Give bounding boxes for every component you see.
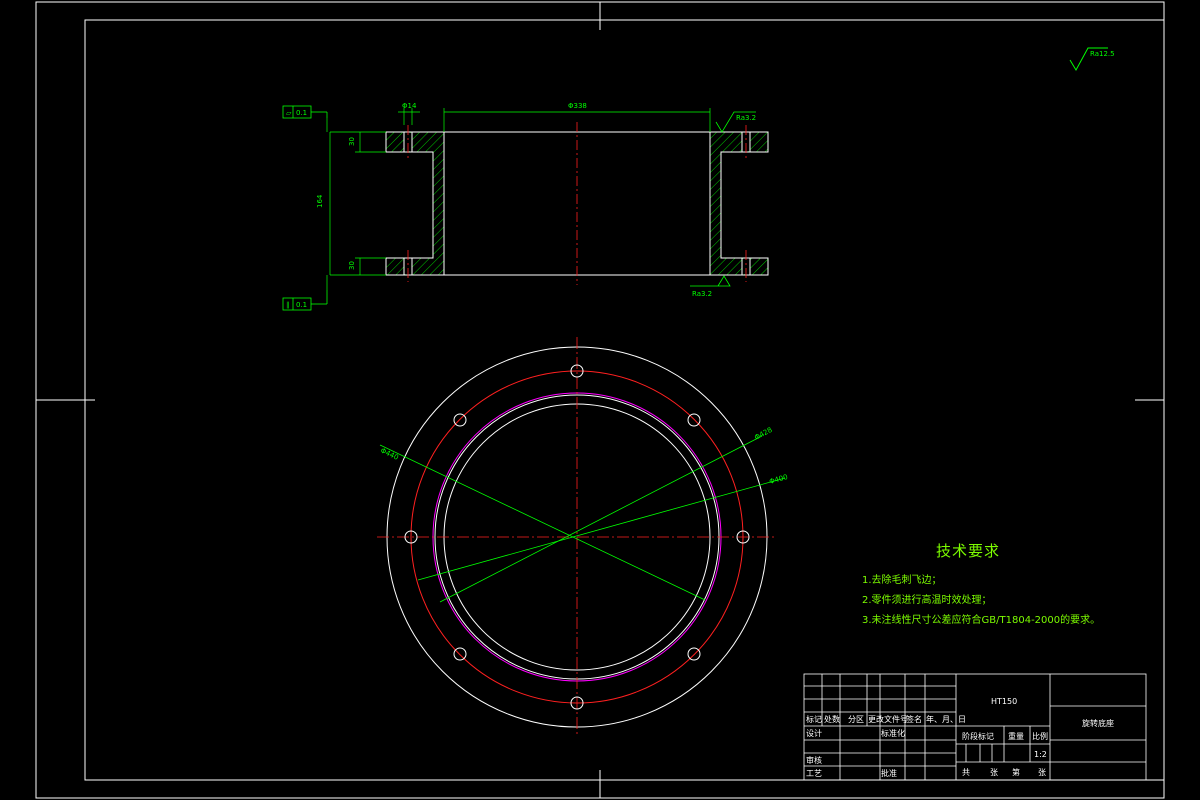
roughness-general-label: Ra12.5 bbox=[1090, 50, 1115, 58]
process-label: 工艺 bbox=[806, 769, 822, 778]
technical-requirement-item: 3.未注线性尺寸公差应符合GB/T1804-2000的要求。 bbox=[862, 615, 1101, 626]
dim-inner-width: Φ338 bbox=[568, 102, 587, 110]
header-date: 年、月、日 bbox=[926, 714, 966, 724]
tolerance-frame-bottom: ∥ 0.1 bbox=[282, 290, 328, 311]
header-zone: 分区 bbox=[848, 715, 864, 724]
dim-top-width: Φ14 bbox=[402, 102, 417, 110]
material-label: HT150 bbox=[991, 697, 1017, 706]
weight-label: 重量 bbox=[1008, 731, 1024, 741]
bolt-hole bbox=[453, 647, 467, 661]
roughness-symbol-top-right: Ra3.2 bbox=[715, 111, 756, 133]
sheet-word: 张 bbox=[990, 768, 998, 777]
dim-dia-right2: Φ400 bbox=[768, 473, 788, 486]
bolt-hole bbox=[570, 696, 584, 710]
dim-dia-left: Φ440 bbox=[379, 447, 399, 462]
approve-label: 批准 bbox=[881, 768, 897, 778]
technical-requirement-item: 1.去除毛刺飞边； bbox=[862, 575, 942, 586]
part-name: 旋转底座 bbox=[1082, 718, 1114, 728]
title-block-text: HT150 旋转底座 标记 处数 分区 更改文件号 签名 年、月、日 设计 标准… bbox=[806, 697, 1114, 778]
left-wall-section bbox=[385, 131, 445, 276]
bolt-hole bbox=[687, 413, 701, 427]
tolerance-bottom-symbol: ∥ bbox=[286, 301, 290, 309]
technical-requirement-item: 2.零件须进行高温时效处理； bbox=[862, 595, 992, 606]
roughness-symbol-bottom: Ra3.2 bbox=[690, 275, 731, 298]
tolerance-bottom-value: 0.1 bbox=[296, 301, 307, 309]
header-count: 处数 bbox=[824, 714, 840, 724]
dim-dia-right1: Φ428 bbox=[753, 426, 773, 442]
bolt-holes bbox=[404, 364, 750, 710]
bolt-hole bbox=[453, 413, 467, 427]
scale-label: 比例 bbox=[1032, 731, 1048, 741]
bolt-hole bbox=[736, 530, 750, 544]
design-label: 设计 bbox=[806, 728, 822, 738]
tolerance-top-symbol: ⏥ bbox=[286, 109, 292, 117]
title-block bbox=[803, 673, 1147, 781]
roughness-symbol-general: Ra12.5 bbox=[1069, 47, 1115, 72]
plan-view: Φ440 Φ428 Φ400 bbox=[377, 337, 789, 737]
bolt-hole bbox=[687, 647, 701, 661]
right-wall-section bbox=[709, 131, 769, 276]
sheet-of-label: 第 bbox=[1012, 767, 1020, 777]
review-label: 审核 bbox=[806, 755, 822, 765]
tolerance-frame-top: ⏥ 0.1 bbox=[282, 105, 328, 119]
sheet-word2: 张 bbox=[1038, 768, 1046, 777]
sheet-frame bbox=[35, 1, 1165, 799]
header-change-doc: 更改文件号 bbox=[868, 714, 908, 724]
technical-requirements: 技术要求 1.去除毛刺飞边； 2.零件须进行高温时效处理； 3.未注线性尺寸公差… bbox=[862, 540, 1182, 631]
bolt-hole bbox=[404, 530, 418, 544]
sheets-label: 共 bbox=[962, 768, 970, 777]
dim-flange-bottom: 30 bbox=[348, 261, 356, 270]
section-view: Φ338 Φ14 164 30 30 ⏥ 0.1 ∥ 0.1 Ra3.2 bbox=[282, 102, 769, 311]
bolt-hole bbox=[570, 364, 584, 378]
standardization-label: 标准化 bbox=[881, 728, 905, 738]
stage-label: 阶段标记 bbox=[962, 731, 994, 741]
header-mark: 标记 bbox=[806, 714, 822, 724]
dim-overall-height: 164 bbox=[316, 194, 324, 208]
tolerance-top-value: 0.1 bbox=[296, 109, 307, 117]
scale-value: 1:2 bbox=[1034, 750, 1047, 759]
roughness-bottom-label: Ra3.2 bbox=[692, 290, 712, 298]
header-signature: 签名 bbox=[906, 714, 922, 724]
dim-flange-top: 30 bbox=[348, 137, 356, 146]
technical-requirements-title: 技术要求 bbox=[936, 542, 1001, 560]
roughness-top-right-label: Ra3.2 bbox=[736, 114, 756, 122]
